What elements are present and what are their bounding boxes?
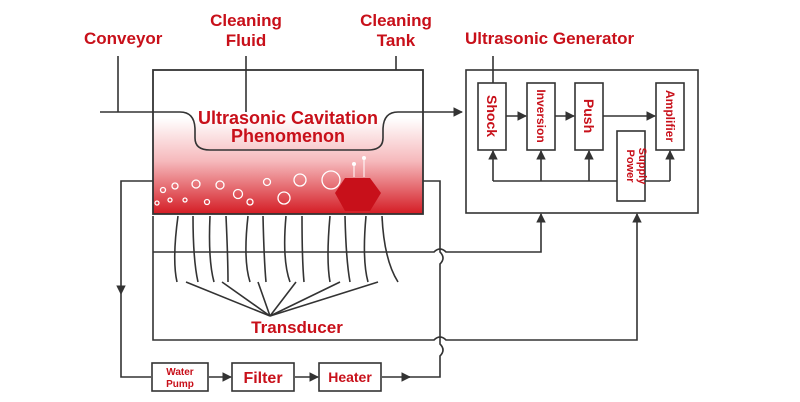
cleaning-tank-label-line1: Cleaning — [360, 11, 432, 30]
object-sparkles — [352, 156, 366, 177]
power-supply-block — [616, 130, 646, 202]
inversion-label: Inversion — [534, 89, 548, 142]
water-pump-label-line2: Pump — [166, 379, 194, 390]
conveyor-label: Conveyor — [84, 29, 163, 48]
cleaned-object — [335, 178, 381, 211]
cavitation-label-line1: Ultrasonic Cavitation — [198, 108, 378, 128]
power-supply-bus — [488, 150, 675, 182]
fluid-circulation — [116, 180, 444, 382]
transducers — [173, 215, 399, 283]
cleaning-fluid-label-line1: Cleaning — [210, 11, 282, 30]
cavitation-label-line2: Phenomenon — [231, 126, 345, 146]
ultrasonic-generator: Shock Inversion Push Amplifier Power Sup… — [465, 69, 699, 214]
water-pump-block — [151, 362, 209, 392]
filter-block — [231, 362, 295, 392]
cleaning-tank: Ultrasonic Cavitation Phenomenon — [100, 69, 463, 215]
bubbles — [154, 170, 341, 206]
amplifier-label: Amplifier — [663, 90, 677, 142]
tank-outline — [152, 69, 424, 215]
heater-block — [318, 362, 382, 392]
amplifier-block — [655, 82, 685, 151]
push-block — [574, 82, 604, 151]
power-supply-label-line2: Supply — [636, 148, 648, 186]
cleaning-fluid-label-line2: Fluid — [226, 31, 267, 50]
power-supply-label-line1: Power — [624, 149, 636, 183]
shock-label: Shock — [484, 95, 500, 137]
push-label: Push — [581, 99, 597, 133]
cleaning-tank-label-line2: Tank — [377, 31, 416, 50]
heater-label: Heater — [328, 369, 372, 385]
shock-block — [477, 82, 507, 151]
filter-label: Filter — [243, 370, 282, 387]
generator-outline — [465, 69, 699, 214]
ultrasonic-generator-label: Ultrasonic Generator — [465, 29, 634, 48]
water-pump-label-line1: Water — [166, 367, 194, 378]
transducer-leaders — [185, 281, 379, 317]
conveyor-path — [100, 107, 463, 151]
tank-liquid — [153, 118, 423, 214]
transducer-label: Transducer — [251, 318, 343, 337]
